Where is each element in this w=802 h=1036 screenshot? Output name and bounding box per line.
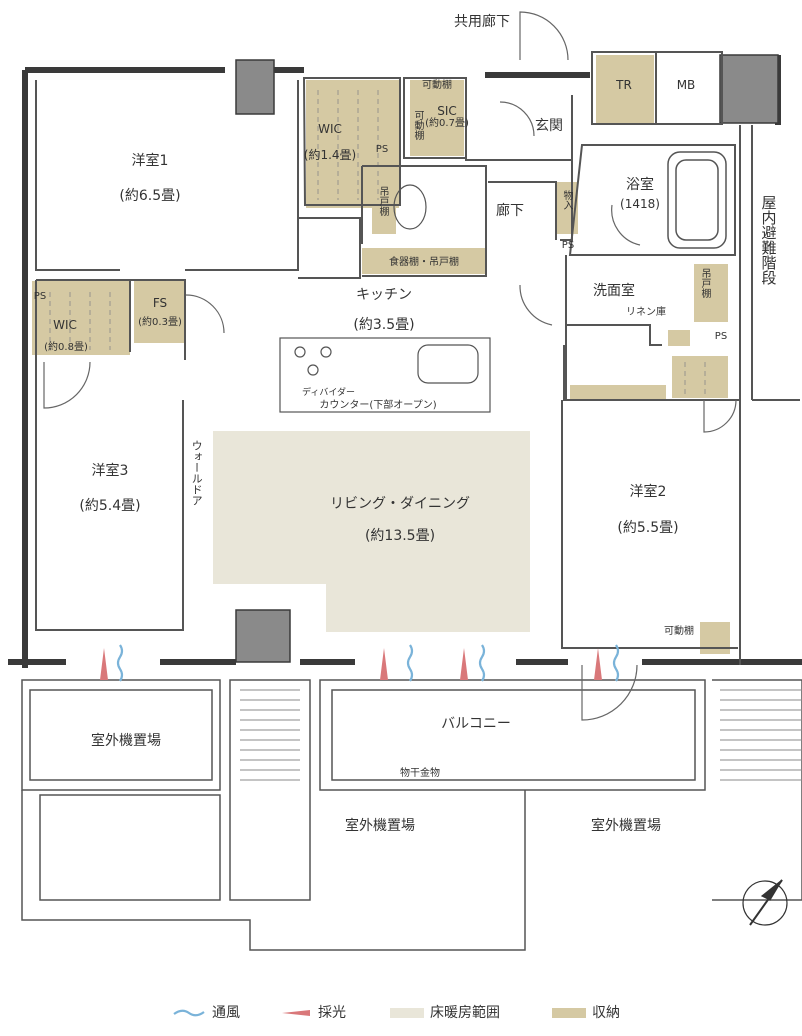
balcony	[21, 679, 802, 951]
label-common-corridor: 共用廊下	[454, 14, 510, 30]
north-arrow-icon	[742, 879, 788, 926]
label-outdoor-unit-2: 室外機置場	[345, 818, 415, 834]
triangle-icon	[282, 1010, 310, 1016]
storage-hatching	[49, 90, 706, 396]
room-western2-name: 洋室2	[629, 484, 667, 500]
label-storage: 物入	[561, 190, 572, 210]
ventilation-marks	[116, 644, 620, 682]
legend-ventilation-label: 通風	[212, 1005, 240, 1021]
label-counter: カウンター(下部オープン)	[319, 400, 437, 411]
room-kitchen-size: (約3.5畳)	[353, 317, 415, 333]
room-wic1-size: (約1.4畳)	[303, 148, 357, 162]
room-western1-name: 洋室1	[131, 153, 169, 169]
room-sic-size: (約0.7畳)	[425, 118, 469, 129]
label-mb: MB	[676, 78, 696, 92]
label-divider: ディバイダー	[302, 388, 356, 398]
room-western3-size: (約5.4畳)	[79, 498, 141, 514]
floor-heating-swatch	[390, 1008, 424, 1018]
label-indoor-stairs: 屋内避難階段	[759, 195, 778, 285]
label-hanging-cabinet-1: 吊戸棚	[377, 186, 388, 216]
inner-walls	[35, 51, 800, 665]
room-sic-name: SIC	[437, 104, 457, 118]
label-dish-shelf: 食器棚・吊戸棚	[389, 257, 459, 268]
balcony-grates	[240, 689, 802, 781]
kitchen-counter	[279, 337, 491, 413]
room-fs-size: (約0.3畳)	[138, 317, 182, 328]
legend-daylight-label: 採光	[318, 1005, 346, 1021]
room-ld-name: リビング・ダイニング	[330, 496, 470, 512]
legend-storage-label: 収納	[592, 1005, 620, 1021]
wave-icon	[173, 1009, 205, 1017]
storage-swatch	[552, 1008, 586, 1018]
label-ps-1: PS	[375, 144, 389, 155]
label-ps-4: PS	[714, 331, 728, 342]
columns	[235, 54, 779, 663]
room-wic2-size: (約0.8畳)	[44, 342, 88, 353]
toilet	[393, 184, 427, 230]
label-movable-shelf-3: 可動棚	[664, 626, 694, 637]
legend-floor-heating-label: 床暖房範囲	[430, 1005, 500, 1021]
room-entrance: 玄関	[535, 118, 563, 134]
legend-daylight: 採光	[278, 1002, 346, 1022]
label-tr: TR	[616, 78, 632, 92]
label-clothes-hanger: 物干金物	[400, 768, 440, 779]
room-bath-name: 浴室	[626, 177, 654, 193]
label-wall-door: ウォールドア	[190, 440, 204, 506]
label-outdoor-unit-3: 室外機置場	[591, 818, 661, 834]
legend: 通風 採光 床暖房範囲 収納	[0, 1005, 802, 1036]
room-western1-size: (約6.5畳)	[119, 188, 181, 204]
room-balcony: バルコニー	[441, 716, 511, 732]
bathtub	[667, 151, 727, 249]
floor-heating-area	[213, 431, 530, 632]
storage-areas	[32, 55, 730, 654]
legend-floor-heating: 床暖房範囲	[390, 1002, 500, 1022]
label-ps-2: PS	[33, 291, 47, 302]
label-hanging-cabinet-2: 吊戸棚	[699, 268, 710, 298]
room-western2-size: (約5.5畳)	[617, 520, 679, 536]
room-hallway: 廊下	[496, 203, 524, 219]
room-western3-name: 洋室3	[91, 463, 129, 479]
label-movable-shelf-2: 可動棚	[412, 110, 423, 140]
label-linen: リネン庫	[626, 307, 666, 318]
label-outdoor-unit-1: 室外機置場	[91, 733, 161, 749]
label-ps-3: PS	[561, 240, 575, 251]
room-fs-name: FS	[152, 296, 168, 310]
label-movable-shelf-1: 可動棚	[422, 80, 452, 91]
legend-ventilation: 通風	[172, 1002, 240, 1022]
room-ld-size: (約13.5畳)	[364, 528, 436, 544]
room-wic2-name: WIC	[53, 318, 77, 332]
door-swings	[43, 11, 737, 721]
daylight-marks	[100, 648, 602, 680]
legend-storage: 収納	[552, 1002, 620, 1022]
room-washroom: 洗面室	[593, 283, 635, 299]
room-kitchen-name: キッチン	[356, 287, 412, 303]
room-wic1-name: WIC	[318, 122, 342, 136]
room-bath-size: (1418)	[620, 197, 660, 211]
